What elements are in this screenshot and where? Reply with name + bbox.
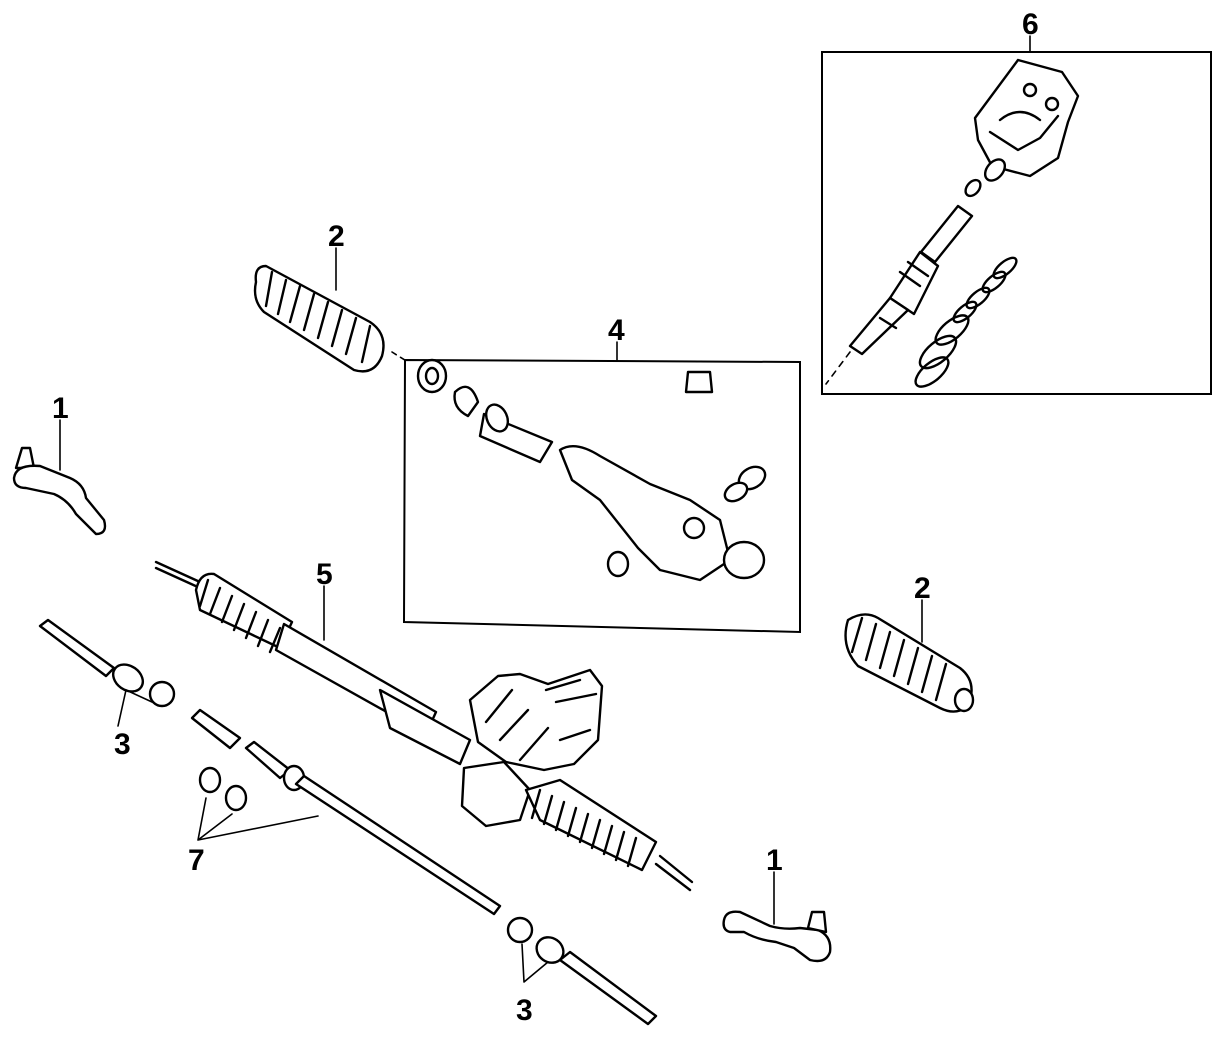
- callout-1-right: 1: [766, 844, 783, 877]
- tie-rod-end-left: [12, 419, 107, 536]
- valve-housing: [973, 58, 1080, 178]
- rack-and-bushings: [190, 708, 502, 916]
- valve-assembly-box: [821, 51, 1212, 395]
- boot-top: [253, 247, 385, 373]
- pinion-shaft: [848, 204, 974, 356]
- tie-rod-end-right: [722, 871, 832, 963]
- seal-kit-group: [391, 341, 801, 634]
- callout-1-left: 1: [52, 392, 69, 425]
- valve-assembly-group: [821, 35, 1212, 395]
- callout-2-top: 2: [328, 220, 345, 253]
- callout-3-left: 3: [114, 728, 131, 761]
- seal-kit-box: [402, 358, 801, 634]
- callout-4: 4: [608, 314, 625, 347]
- callout-7: 7: [188, 844, 205, 877]
- callout-6: 6: [1022, 8, 1039, 41]
- rack-and-pinion-assembly: [154, 560, 694, 892]
- seal-rings: [914, 256, 1018, 388]
- callout-3-bottom: 3: [516, 994, 533, 1027]
- callout-2-right: 2: [914, 572, 931, 605]
- callout-5: 5: [316, 558, 333, 591]
- inner-tie-rod-bottom: [506, 916, 658, 1026]
- inner-tie-rod-left: [38, 618, 176, 727]
- boot-right: [844, 599, 975, 713]
